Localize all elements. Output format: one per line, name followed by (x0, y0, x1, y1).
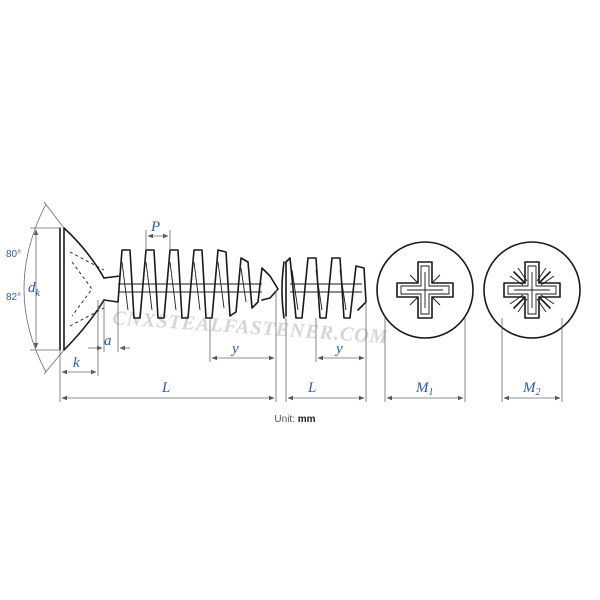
recess-view-m2 (483, 241, 581, 339)
label-k: k (73, 355, 80, 371)
screw-side-view (59, 227, 279, 351)
recess-view-m1 (376, 241, 474, 339)
label-l-right: L (307, 380, 316, 396)
label-y-left: y (230, 341, 239, 357)
unit-prefix: Unit: (274, 414, 295, 425)
unit-caption: Unit: mm (0, 414, 590, 425)
screw-tip-variant (281, 257, 367, 319)
unit-value: mm (297, 414, 316, 425)
label-m1: M1 (415, 380, 434, 398)
label-a: a (104, 333, 112, 349)
label-dk: dk (28, 280, 41, 299)
watermark: CNXSTEALFASTENER.COM (112, 307, 390, 348)
label-l-left: L (161, 380, 170, 396)
angle-label-82: 82° (6, 292, 21, 303)
label-p: P (150, 219, 160, 235)
dimension-lines (23, 201, 563, 402)
label-m2: M2 (522, 380, 541, 398)
angle-label-80: 80° (6, 249, 21, 260)
label-y-right: y (334, 341, 343, 357)
